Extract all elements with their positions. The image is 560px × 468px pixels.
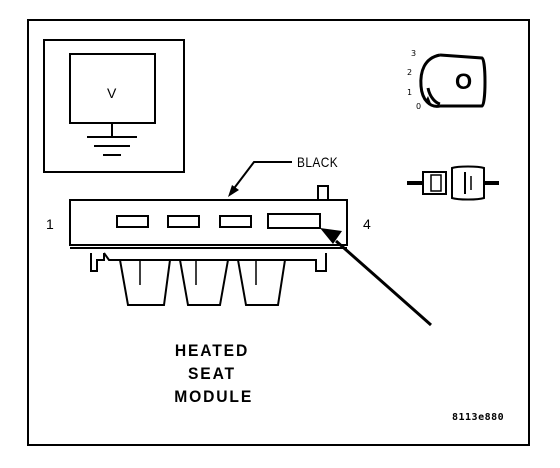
wire-color-leader <box>231 161 292 192</box>
key-position-1: 1 <box>407 88 413 97</box>
connector-icon <box>407 165 499 201</box>
pointer-arrow <box>335 239 432 327</box>
pin-1-label: 1 <box>46 216 54 232</box>
caption-line-1: HEATED <box>174 341 250 360</box>
caption-line-3: MODULE <box>174 387 254 406</box>
terminal-cavity <box>116 215 149 228</box>
key-letter: O <box>455 69 473 94</box>
key-position-2: 2 <box>407 68 413 77</box>
voltmeter-label: V <box>107 85 117 101</box>
key-position-0: 0 <box>416 102 422 111</box>
wire-color-label: BLACK <box>297 154 339 170</box>
meter-frame <box>43 39 185 173</box>
terminal-cavity <box>167 215 200 228</box>
pin-4-label: 4 <box>363 216 371 232</box>
module-connector <box>69 185 348 306</box>
terminal-cavity-pin-4 <box>267 213 321 229</box>
figure-id: 8113e880 <box>452 412 505 423</box>
terminal-cavity <box>219 215 252 228</box>
ignition-key-icon <box>419 53 487 108</box>
diagram-frame <box>27 19 530 446</box>
caption-line-2: SEAT <box>188 364 236 383</box>
key-position-3: 3 <box>411 49 417 58</box>
